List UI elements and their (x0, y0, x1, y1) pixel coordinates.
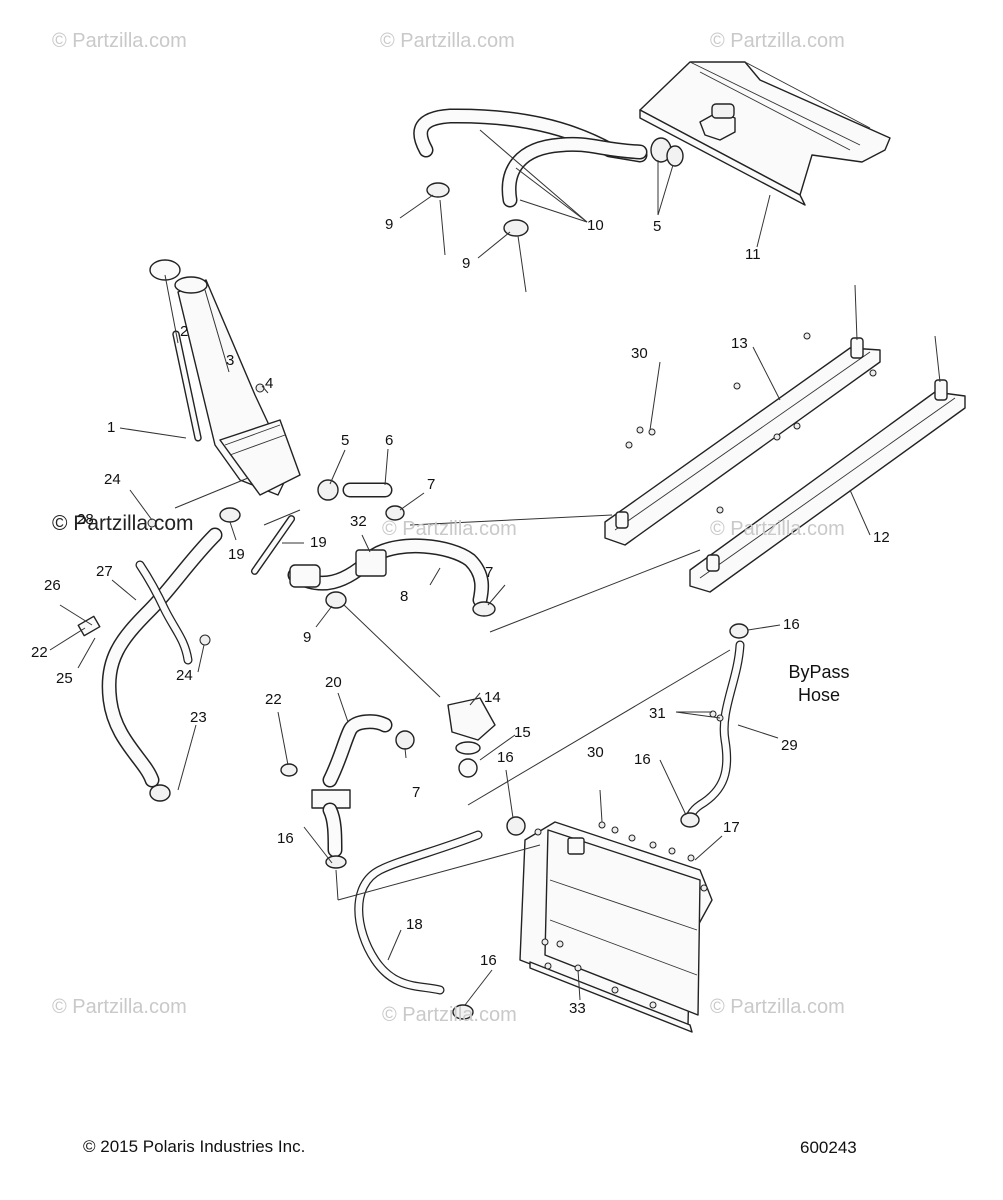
watermark-top-right: © Partzilla.com (710, 30, 845, 52)
callout-29: 29 (781, 737, 798, 754)
callout-28: 28 (77, 511, 94, 528)
rear-radiator (519, 821, 713, 1033)
callout-6: 6 (385, 432, 394, 449)
callout-11: 11 (745, 246, 761, 263)
copyright-text: © 2015 Polaris Industries Inc. (83, 1137, 306, 1156)
callout-16-bypass-top: 16 (783, 616, 800, 633)
callout-14: 14 (484, 689, 501, 706)
diagram-id: 600243 (800, 1138, 857, 1157)
callout-12: 12 (873, 529, 890, 546)
tube-12 (689, 379, 966, 593)
callout-7-upper: 7 (427, 476, 436, 493)
callout-5-top: 5 (653, 218, 662, 235)
callout-22-left: 22 (31, 644, 48, 661)
callout-16-bottom: 16 (480, 952, 497, 969)
hose-21 (280, 714, 415, 869)
callout-31: 31 (649, 705, 666, 722)
callout-16-bypass-bottom: 16 (634, 751, 651, 768)
callout-2: 2 (180, 323, 189, 340)
bypass-note-line2: Hose (797, 685, 841, 705)
watermark-bottom-center: © Partzilla.com (382, 1004, 517, 1026)
callout-18: 18 (406, 916, 423, 933)
left-coolant-pipe (77, 507, 241, 802)
hose-set-top (413, 108, 684, 237)
leader-lines (49, 129, 941, 1006)
callout-9-top-right: 9 (462, 255, 471, 272)
callout-26: 26 (44, 577, 61, 594)
callout-1: 1 (107, 419, 116, 436)
callout-20: 19 (228, 546, 245, 563)
callout-27: 27 (96, 563, 113, 580)
watermark-mid-right: © Partzilla.com (710, 518, 845, 540)
hose-18 (354, 816, 526, 1020)
callout-7-middle: 7 (485, 564, 494, 581)
thermostat-housing (447, 697, 496, 778)
callout-30-upper: 30 (631, 345, 648, 362)
callout-21: 20 (325, 674, 342, 691)
front-radiator (639, 61, 891, 206)
callout-16-left: 16 (277, 830, 294, 847)
tube-13 (604, 337, 881, 546)
watermark-top-left: © Partzilla.com (52, 30, 187, 52)
watermark-top-center: © Partzilla.com (380, 30, 515, 52)
callout-10: 10 (587, 217, 604, 234)
callout-4: 4 (265, 375, 274, 392)
callout-24-upper: 24 (104, 471, 121, 488)
callout-9-middle: 9 (303, 629, 312, 646)
callout-22-middle: 22 (265, 691, 282, 708)
callout-30-lower: 30 (587, 744, 604, 761)
filler-neck (149, 259, 301, 496)
bypass-hose (680, 623, 749, 828)
callout-17: 17 (723, 819, 740, 836)
callout-33: 33 (569, 1000, 586, 1017)
callout-24-lower: 24 (176, 667, 193, 684)
watermark-mid-left: © Partzilla.com (52, 512, 194, 535)
callout-5-middle: 5 (341, 432, 350, 449)
callout-9-top-left: 9 (385, 216, 394, 233)
callout-25: 25 (56, 670, 73, 687)
callout-15: 15 (514, 724, 531, 741)
callout-19: 19 (310, 534, 327, 551)
callout-7-lower: 7 (412, 784, 421, 801)
callout-23: 23 (190, 709, 207, 726)
middle-hose-assembly (250, 479, 496, 617)
watermark-bottom-left: © Partzilla.com (52, 996, 187, 1018)
watermark-mid-center: © Partzilla.com (382, 518, 517, 540)
callout-13: 13 (731, 335, 748, 352)
bypass-hose-note: ByPass Hose (774, 661, 864, 707)
callout-16-center: 16 (497, 749, 514, 766)
watermark-bottom-right: © Partzilla.com (710, 996, 845, 1018)
callout-8: 8 (400, 588, 409, 605)
bypass-note-line1: ByPass (788, 662, 850, 682)
callout-32: 32 (350, 513, 367, 530)
tube-bolts (625, 332, 877, 514)
callout-3: 3 (226, 352, 235, 369)
